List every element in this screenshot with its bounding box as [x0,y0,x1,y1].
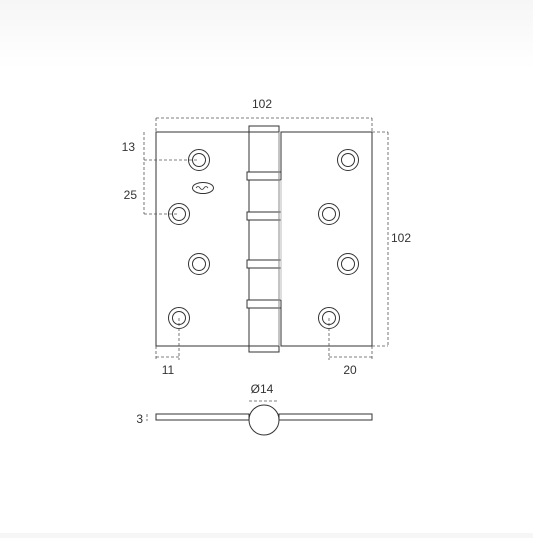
right-leaf [280,131,373,347]
label-width-top: 102 [252,97,272,111]
maker-mark-icon [192,182,214,194]
screw-hole-inner [341,257,355,271]
label-hole-offset-top: 13 [122,140,136,154]
screw-hole-inner [192,153,206,167]
screw-hole-inner [322,207,336,221]
screw-hole [337,253,359,275]
screw-hole [188,149,210,171]
screw-hole-inner [172,207,186,221]
label-knuckle-diameter: Ø14 [251,382,274,396]
hinge-knuckle [246,125,282,353]
screw-hole-inner [341,153,355,167]
label-height-right: 102 [391,231,411,245]
screw-hole [168,203,190,225]
left-leaf [155,131,250,347]
screw-hole-inner [192,257,206,271]
plan-right-leaf [278,413,373,421]
label-leaf-thickness: 3 [136,412,143,426]
screw-hole [188,253,210,275]
screw-hole [337,149,359,171]
label-hole-offset-left: 11 [162,363,175,377]
screw-hole [318,203,340,225]
label-hole-offset-right: 20 [343,363,357,377]
hinge-plan-view [155,404,373,436]
label-hole-spacing: 25 [124,188,138,202]
plan-left-leaf [155,413,250,421]
plan-knuckle [248,404,280,436]
